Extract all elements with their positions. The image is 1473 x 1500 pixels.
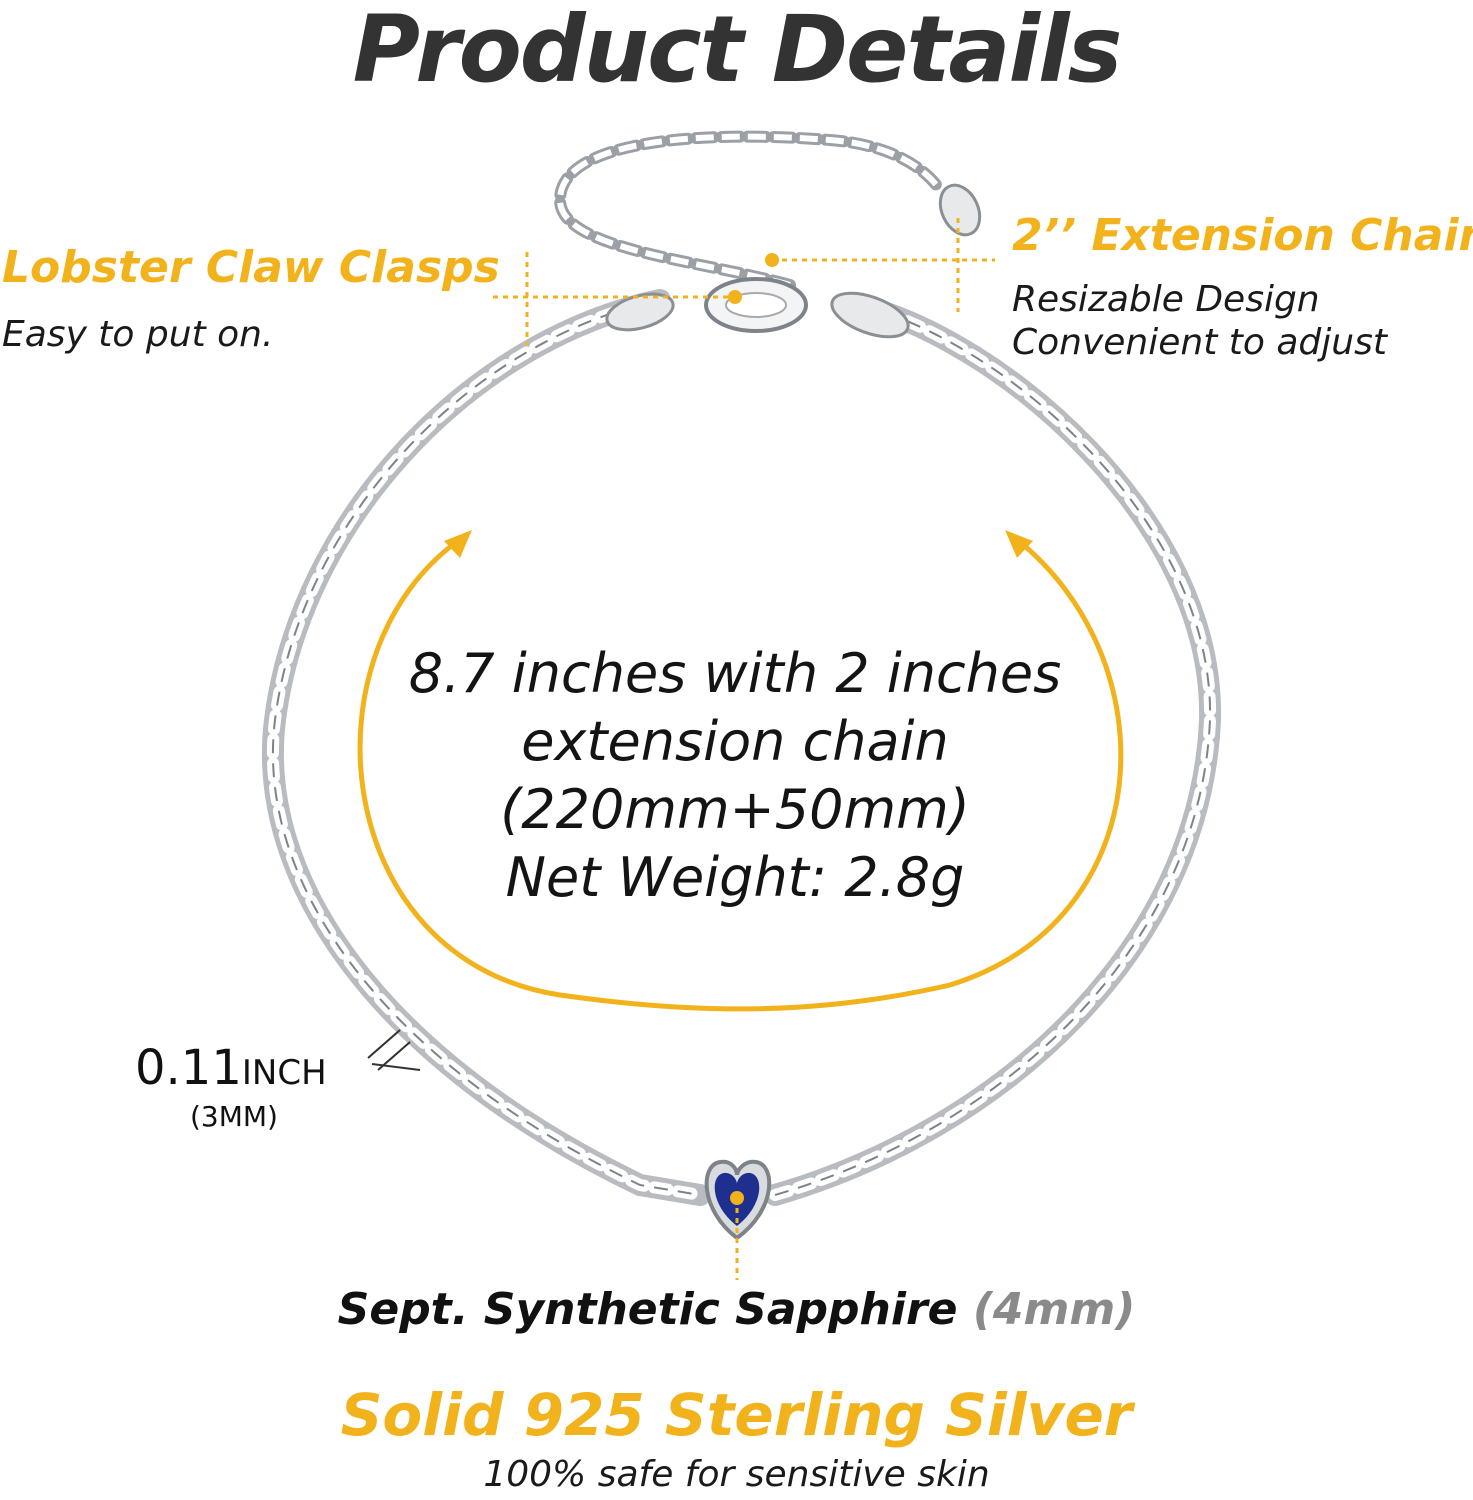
page-title: Product Details <box>352 0 1123 103</box>
material-title: Solid 925 Sterling Silver <box>340 1381 1133 1449</box>
lobster-clasp-icon <box>704 277 808 333</box>
width-measure-ticks <box>367 1029 421 1071</box>
bracelet-chain-illustration <box>261 130 1222 1206</box>
callout-lines <box>493 218 995 1280</box>
chain-width-value: 0.11 <box>135 1040 242 1096</box>
extension-callout-desc-2: Convenient to adjust <box>1012 322 1387 363</box>
clasp-callout-desc: Easy to put on. <box>2 314 274 355</box>
extension-callout-title: 2’’ Extension Chain <box>1012 210 1473 261</box>
length-info: 8.7 inches with 2 inches extension chain… <box>380 640 1090 912</box>
gemstone-name: Sept. Synthetic Sapphire <box>337 1284 958 1335</box>
gemstone-size: (4mm) <box>972 1284 1136 1335</box>
length-line-2: extension chain <box>521 710 949 773</box>
length-line-3: (220mm+50mm) <box>500 778 970 841</box>
chain-width-unit: INCH <box>241 1053 327 1093</box>
chain-width-metric: (3MM) <box>190 1100 278 1133</box>
clasp-marker-dot <box>728 290 742 304</box>
gemstone-label: Sept. Synthetic Sapphire (4mm) <box>0 1280 1473 1340</box>
chain-width: 0.11INCH <box>135 1038 327 1103</box>
clasp-callout-title: Lobster Claw Clasps <box>2 242 500 293</box>
material-subtitle: 100% safe for sensitive skin <box>483 1454 990 1495</box>
length-line-4: Net Weight: 2.8g <box>505 846 965 909</box>
arc-arrow-icon <box>357 530 1124 1012</box>
gem-marker-dot <box>730 1191 744 1205</box>
extension-marker-dot <box>765 253 779 267</box>
length-line-1: 8.7 inches with 2 inches <box>408 642 1062 705</box>
extension-callout-desc-1: Resizable Design <box>1012 279 1320 320</box>
